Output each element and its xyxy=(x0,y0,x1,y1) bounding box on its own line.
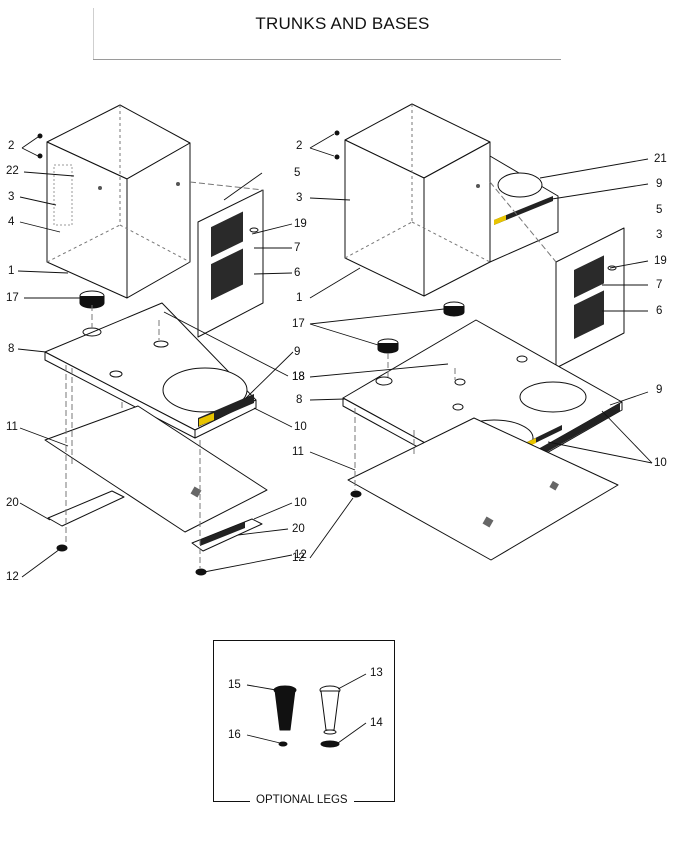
right-bushing-17b xyxy=(377,338,399,354)
left-alignment-lines xyxy=(65,305,201,568)
page-title: TRUNKS AND BASES xyxy=(255,14,430,33)
callout-12-left-b: 12 xyxy=(294,549,307,561)
left-base-plate xyxy=(44,302,257,439)
left-trunk xyxy=(46,104,191,299)
callout-5-right: 5 xyxy=(656,204,663,216)
callout-6-left: 6 xyxy=(294,267,301,279)
right-side-panel xyxy=(555,227,625,369)
leg-white-13 xyxy=(319,685,341,735)
right-bushing-17a xyxy=(443,301,465,317)
callout-20-left-a: 20 xyxy=(6,497,19,509)
right-trunk xyxy=(344,103,491,297)
screw-19-right xyxy=(607,265,617,271)
leader-lines xyxy=(17,133,653,744)
right-alignment-lines xyxy=(354,181,557,490)
right-foot-12 xyxy=(350,490,362,498)
right-side-extension-21 xyxy=(489,155,559,263)
header-divider xyxy=(93,59,561,60)
callout-13-legs: 13 xyxy=(370,667,383,679)
callout-22-left: 22 xyxy=(6,165,19,177)
left-lower-plate xyxy=(44,405,268,533)
callout-2-right: 2 xyxy=(296,140,303,152)
callout-6-right: 6 xyxy=(656,305,663,317)
callout-9-left: 9 xyxy=(294,346,301,358)
callout-21-right: 21 xyxy=(654,153,667,165)
callout-8-right: 8 xyxy=(296,394,303,406)
callout-10-left-a: 10 xyxy=(294,421,307,433)
leg-pad-14 xyxy=(320,740,340,748)
callout-15-legs: 15 xyxy=(228,679,241,691)
callout-16-legs: 16 xyxy=(228,729,241,741)
leg-leveler-16 xyxy=(278,741,288,747)
callout-10-left-b: 10 xyxy=(294,497,307,509)
callout-4-left: 4 xyxy=(8,216,15,228)
callout-17-left: 17 xyxy=(6,292,19,304)
callout-7-right: 7 xyxy=(656,279,663,291)
callout-1-left: 1 xyxy=(8,265,15,277)
screws-2 xyxy=(37,130,340,160)
callout-1-right: 1 xyxy=(296,292,303,304)
callout-3-right: 3 xyxy=(296,192,303,204)
callout-20-left-b: 20 xyxy=(292,523,305,535)
left-side-panel xyxy=(189,181,264,338)
callout-11-left: 11 xyxy=(6,421,18,433)
callout-3-right-b: 3 xyxy=(656,229,663,241)
callout-7-left: 7 xyxy=(294,242,301,254)
left-bracket-20b xyxy=(191,518,263,552)
callout-10-right: 10 xyxy=(654,457,667,469)
header-divider-vertical xyxy=(93,8,94,60)
callout-18-right: 18 xyxy=(292,371,305,383)
left-bracket-20a xyxy=(47,490,125,527)
callout-12-left-a: 12 xyxy=(6,571,19,583)
callout-3-left: 3 xyxy=(8,191,15,203)
callout-5-left: 5 xyxy=(294,167,301,179)
screw-19-left xyxy=(249,227,259,233)
optional-legs-caption: OPTIONAL LEGS xyxy=(250,794,354,806)
optional-legs-box xyxy=(213,640,395,802)
callout-2-left: 2 xyxy=(8,140,15,152)
callout-11-right: 11 xyxy=(292,446,304,458)
right-lower-plate xyxy=(347,417,619,561)
callout-9-right-a: 9 xyxy=(656,178,663,190)
callout-19-left: 19 xyxy=(294,218,307,230)
callout-8-left: 8 xyxy=(8,343,15,355)
callout-9-right-b: 9 xyxy=(656,384,663,396)
callout-14-legs: 14 xyxy=(370,717,383,729)
callout-18-left: 18 xyxy=(292,371,305,383)
callout-17-right: 17 xyxy=(292,318,305,330)
callout-12-right: 12 xyxy=(292,552,305,564)
callout-19-right: 19 xyxy=(654,255,667,267)
